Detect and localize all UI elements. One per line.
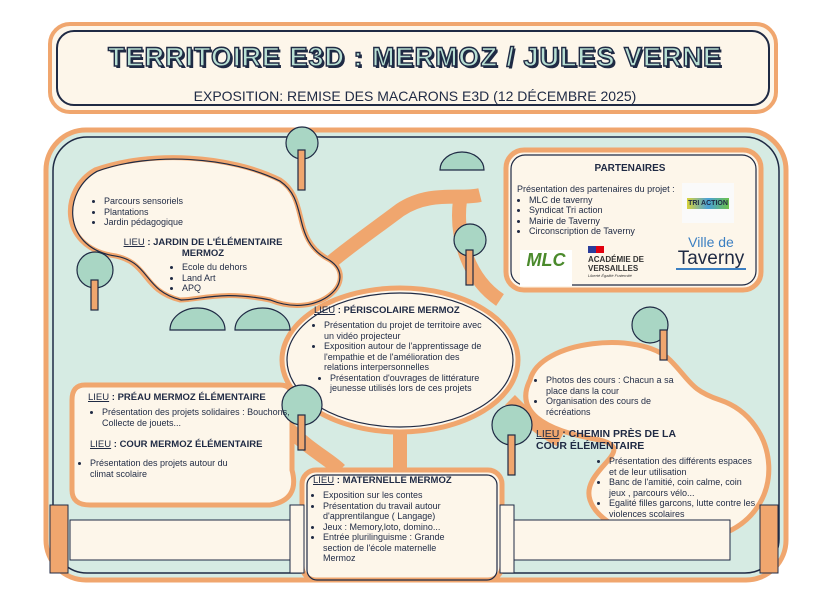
list-item: Jeux : Memory,loto, domino... (323, 522, 461, 533)
list-item: Ecole du dehors (182, 262, 290, 273)
preau-list: Présentation des projets solidaires : Bo… (90, 407, 290, 428)
title-banner (48, 22, 778, 114)
jardin-intro-list: Parcours sensorielsPlantationsJardin péd… (92, 196, 272, 228)
fence-icons (49, 504, 779, 574)
list-item: Présentation du projet de territoire ave… (324, 320, 482, 341)
list-item: Egalité filles garcons, lutte contre les… (609, 498, 757, 519)
list-item: Photos des cours : Chacun a sa place dan… (546, 375, 684, 396)
tree-icon (491, 404, 533, 476)
list-item: Entrée plurilinguisme : Grande section d… (323, 532, 461, 564)
list-item: APQ (182, 283, 290, 294)
list-item: Mairie de Taverny (529, 216, 687, 227)
list-item: Parcours sensoriels (104, 196, 272, 207)
maternelle-list: Exposition sur les contesPrésentation du… (311, 490, 461, 564)
list-item: Organisation des cours de récréations (546, 396, 684, 417)
cour-list: Présentation des projets autour du clima… (78, 458, 238, 479)
blob-periscolaire (279, 285, 521, 435)
tree-icons (76, 126, 669, 476)
tree-icon (76, 251, 114, 311)
chemin-list: Présentation des différents espaces et d… (597, 456, 757, 519)
page-title: TERRITOIRE E3D : MERMOZ / JULES VERNE (107, 41, 723, 72)
list-item: Jardin pédagogique (104, 217, 272, 228)
academie-versailles-logo: ACADÉMIE DE VERSAILLES Liberté Égalité F… (588, 246, 658, 278)
partenaires-title: PARTENAIRES (594, 163, 666, 174)
list-item: MLC de taverny (529, 195, 687, 206)
tree-icon (453, 223, 487, 286)
list-item: Présentation d'ouvrages de littérature j… (330, 373, 482, 394)
list-item: Plantations (104, 207, 272, 218)
page-subtitle: EXPOSITION: REMISE DES MACARONS E3D (12 … (193, 88, 637, 104)
tree-icon (281, 384, 323, 451)
tree-icon (631, 306, 669, 361)
list-item: Présentation des projets solidaires : Bo… (102, 407, 290, 428)
list-item: Présentation du travail autour d'apprent… (323, 501, 461, 522)
mlc-logo: MLC (520, 250, 572, 286)
periscolaire-title: LIEU : PÉRISCOLAIRE MERMOZ (314, 305, 460, 316)
cour-title: LIEU : COUR MERMOZ ÉLÉMENTAIRE (90, 439, 263, 450)
list-item: Exposition autour de l'apprentissage de … (324, 341, 482, 373)
partenaires-intro: Présentation des partenaires du projet :… (517, 184, 687, 237)
list-item: Circonscription de Taverny (529, 226, 687, 237)
ville-de-taverny-logo: Ville de Taverny (676, 234, 746, 270)
list-item: Présentation des différents espaces et d… (609, 456, 757, 477)
tree-icon (285, 126, 319, 191)
jardin-title: LIEU : JARDIN DE L'ÉLÉMENTAIRE MERMOZ (123, 237, 283, 259)
triaction-logo: TRI ACTION (682, 183, 734, 223)
maternelle-title: LIEU : MATERNELLE MERMOZ (313, 475, 452, 486)
jardin-list: Ecole du dehorsLand ArtAPQ (170, 262, 290, 294)
chemin-intro-list: Photos des cours : Chacun a sa place dan… (534, 375, 684, 417)
preau-title: LIEU : PRÉAU MERMOZ ÉLÉMENTAIRE (88, 392, 266, 403)
list-item: Banc de l'amitié, coin calme, coin jeux … (609, 477, 757, 498)
list-item: Syndicat Tri action (529, 205, 687, 216)
list-item: Présentation des projets autour du clima… (90, 458, 238, 479)
bush-icon (169, 151, 485, 331)
list-item: Land Art (182, 273, 290, 284)
list-item: Exposition sur les contes (323, 490, 461, 501)
periscolaire-list: Présentation du projet de territoire ave… (312, 320, 482, 394)
chemin-title: LIEU : CHEMIN PRÈS DE LA COUR ÉLÉMENTAIR… (536, 428, 676, 452)
